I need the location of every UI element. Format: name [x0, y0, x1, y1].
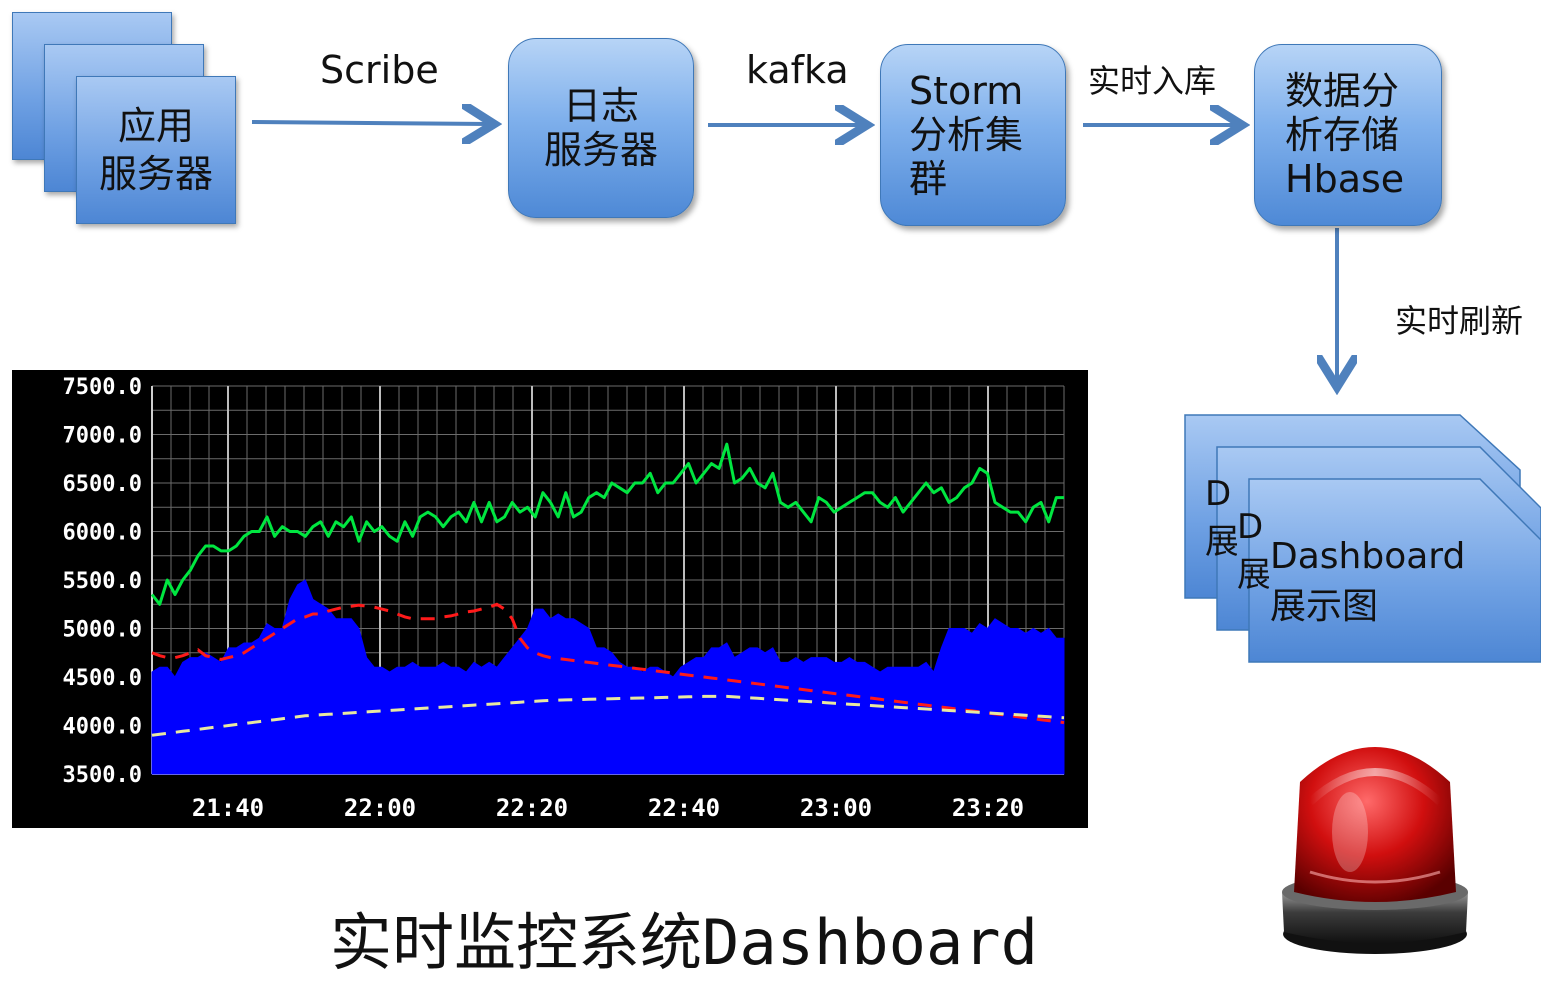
- dashboard-sheet-front: [1248, 478, 1541, 663]
- y-tick-label: 4500.0: [63, 666, 142, 691]
- series-dashed-3: [151, 694, 1065, 737]
- arrow-scribe: [251, 122, 490, 124]
- dashboard-back-label-2: D 展: [1237, 507, 1269, 595]
- x-tick-label: 22:20: [496, 794, 568, 822]
- edge-label-scribe: Scribe: [320, 48, 439, 92]
- dashboard-back-label-1: D 展: [1205, 474, 1237, 562]
- edge-label-kafka: kafka: [746, 48, 849, 92]
- y-tick-label: 4000.0: [63, 715, 142, 740]
- monitor-chart-svg: 7500.0 7000.0 6500.0 6000.0 5500.0 5000.0 4500…: [63, 375, 1065, 822]
- x-tick-label: 21:40: [192, 794, 264, 822]
- y-tick-label: 3500.0: [63, 763, 142, 788]
- dashboard-label: Dashboard 展示图: [1270, 536, 1466, 627]
- dashboard-sheets: [1184, 414, 1541, 663]
- y-tick-label: 6500.0: [63, 472, 142, 497]
- y-tick-label: 7500.0: [63, 375, 142, 400]
- app-server-node: 应用 服务器: [76, 76, 236, 224]
- storm-cluster-node: Storm 分析集 群: [880, 44, 1066, 226]
- x-tick-label: 22:00: [344, 794, 416, 822]
- y-tick-label: 7000.0: [63, 424, 142, 449]
- series-area-0: [151, 579, 1065, 775]
- x-tick-label: 22:40: [648, 794, 720, 822]
- x-tick-label: 23:20: [952, 794, 1024, 822]
- log-server-node: 日志 服务器: [508, 38, 694, 218]
- app-server-label: 应用 服务器: [98, 104, 213, 196]
- edge-label-refresh: 实时刷新: [1395, 302, 1524, 340]
- page-title: 实时监控系统Dashboard: [330, 906, 1038, 979]
- siren-icon: [1282, 747, 1468, 954]
- y-tick-label: 5500.0: [63, 569, 142, 594]
- monitor-chart: 7500.0 7000.0 6500.0 6000.0 5500.0 5000.0 4500…: [12, 370, 1088, 828]
- hbase-storage-node: 数据分 析存储 Hbase: [1254, 44, 1442, 226]
- flow-arrows: [251, 0, 1541, 400]
- edge-label-store: 实时入库: [1088, 62, 1217, 100]
- y-tick-label: 6000.0: [63, 521, 142, 546]
- y-tick-label: 5000.0: [63, 618, 142, 643]
- series-line-1: [150, 442, 1064, 606]
- x-tick-label: 23:00: [800, 794, 872, 822]
